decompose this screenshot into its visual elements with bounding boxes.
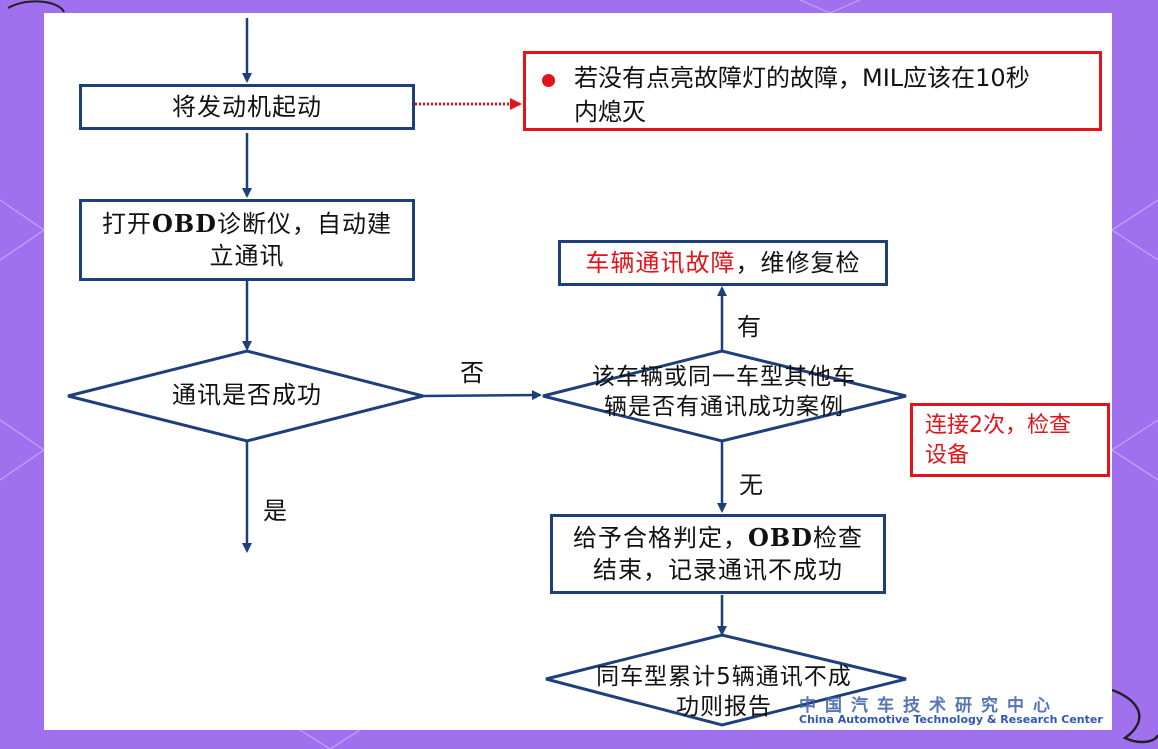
edge-label-none: 无 [739,471,763,499]
decision-history-shape [542,349,907,443]
decision-history-label: 该车辆或同一车型其他车 辆是否有通讯成功案例 [554,363,894,423]
obd-text-d: 立通讯 [209,242,285,270]
edge-label-no: 否 [460,359,484,387]
step-pass-record: 给予合格判定，OBD检查 结束，记录通讯不成功 [550,514,886,594]
history-line-1: 该车辆或同一车型其他车 [592,364,856,390]
pass-text-a: 给予合格判定， [572,523,748,552]
history-line-2: 辆是否有通讯成功案例 [604,393,844,420]
step-fault-repair: 车辆通讯故障，维修复检 [558,240,888,286]
obd-text-c: 诊断仪，自动建 [217,209,392,238]
logo-chinese-text: 中国汽车技术研究中心 [799,696,1059,716]
report-label: 同车型累计5辆通讯不成 功则报告 [564,663,884,723]
logo-english-text: China Automotive Technology & Research C… [799,713,1103,726]
fault-red-text: 车辆通讯故障 [585,248,736,277]
bullet-icon [542,74,555,87]
slide-canvas: 将发动机起动 打开OBD诊断仪，自动建 立通讯 通讯是否成功 该车辆或同一车型其… [44,13,1112,730]
note-retry: 连接2次，检查 设备 [910,403,1110,477]
pass-text-b: OBD [747,522,813,552]
decision-comm-success-label: 通讯是否成功 [104,380,390,411]
edge-label-has: 有 [737,313,761,341]
obd-text-a: 打开 [101,209,152,238]
fault-repair-label: 车辆通讯故障，维修复检 [586,247,861,279]
note-retry-line-1: 连接2次，检查 [925,413,1071,438]
pass-record-label: 给予合格判定，OBD检查 结束，记录通讯不成功 [573,522,863,587]
arrow-no-right [422,390,542,401]
comm-success-text: 通讯是否成功 [172,381,322,409]
report-shape [545,633,907,727]
obd-text-b: OBD [151,208,217,238]
step-open-obd-label: 打开OBD诊断仪，自动建 立通讯 [102,208,392,273]
edge-label-yes: 是 [263,497,287,525]
decision-comm-success-shape [67,349,424,443]
step-start-engine-label: 将发动机起动 [172,92,322,121]
report-line-1: 同车型累计5辆通讯不成 [596,664,852,690]
note-mil-line-2: 内熄灭 [574,97,646,126]
step-open-obd: 打开OBD诊断仪，自动建 立通讯 [79,199,415,281]
step-start-engine: 将发动机起动 [79,84,415,130]
pass-text-d: 结束，记录通讯不成功 [592,556,843,584]
note-retry-line-2: 设备 [925,442,970,468]
note-mil: 若没有点亮故障灯的故障，MIL应该在10秒 内熄灭 [523,51,1102,131]
pass-text-c: 检查 [813,523,863,552]
fault-rest-text: ，维修复检 [735,248,861,277]
note-mil-line-1: 若没有点亮故障灯的故障，MIL应该在10秒 [574,64,1030,92]
flowchart-connectors [67,18,907,727]
organization-logo: 中国汽车技术研究中心 China Automotive Technology &… [799,693,1109,729]
report-line-2: 功则报告 [676,693,772,720]
